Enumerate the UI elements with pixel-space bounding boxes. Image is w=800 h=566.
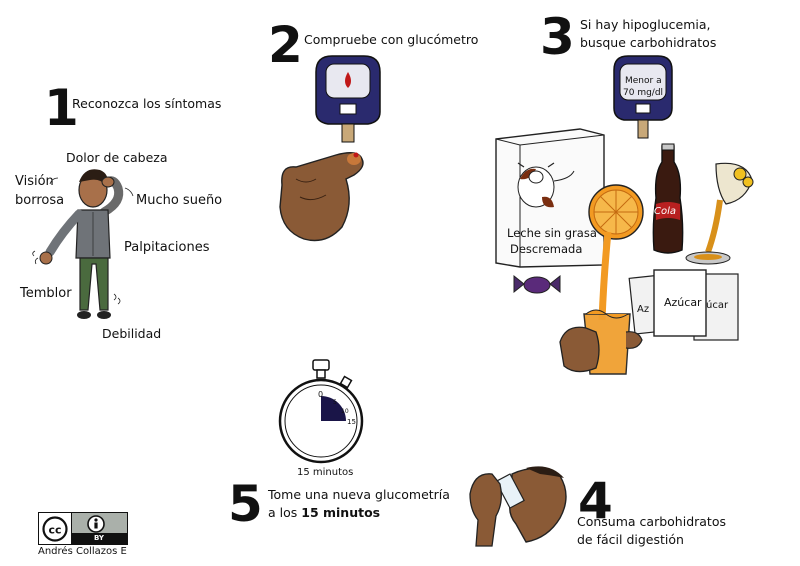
symptom-sleepy: Mucho sueño <box>136 193 223 208</box>
finger-hand-illustration <box>279 152 364 242</box>
juice-glass-hand-illustration <box>559 231 643 375</box>
symptom-vision-line1: Visión <box>15 174 54 189</box>
meter-reading-line2: 70 mg/dl <box>623 88 664 98</box>
step4-text-line2: de fácil digestión <box>577 532 684 547</box>
milk-label-line2: Descremada <box>510 242 583 256</box>
candy-icon <box>513 274 561 294</box>
sick-man-illustration <box>32 169 134 319</box>
sugar-packets-illustration <box>628 269 739 341</box>
dial-mark-10: 10 <box>341 408 349 415</box>
meter-reading-line1: Menor a <box>625 76 662 86</box>
author-credit: Andrés Collazos E <box>38 546 127 557</box>
attribution-icon <box>87 515 105 533</box>
dial-mark-5: 5 <box>333 399 337 406</box>
milk-carton-illustration <box>495 128 605 268</box>
step5-text-bold: 15 minutos <box>301 505 381 520</box>
timer-label: 15 minutos <box>297 467 354 478</box>
svg-text:cc: cc <box>48 524 61 537</box>
step5-text-line1: Tome una nueva glucometría <box>268 487 450 502</box>
glucometer-low-icon <box>613 55 673 139</box>
step1-number: 1 <box>44 79 79 137</box>
dial-mark-0: 0 <box>318 390 324 399</box>
symptom-vision-line2: borrosa <box>15 193 65 208</box>
step3-number: 3 <box>540 8 575 66</box>
orange-slice-illustration <box>588 184 644 240</box>
stopwatch-icon <box>278 359 364 464</box>
step3-text-line2: busque carbohidratos <box>580 35 717 50</box>
cc-by-label: BY <box>71 533 127 544</box>
symptom-headache: Dolor de cabeza <box>66 150 168 165</box>
symptom-tremor: Temblor <box>20 286 72 301</box>
step5-text-line2: a los 15 minutos <box>268 505 380 522</box>
cola-bottle-illustration <box>652 143 684 254</box>
symptom-weakness: Debilidad <box>102 326 162 341</box>
cola-brand-label: Cola <box>654 206 677 217</box>
step3-text-line1: Si hay hipoglucemia, <box>580 17 711 32</box>
step5-number: 5 <box>228 475 263 533</box>
step4-text-line1: Consuma carbohidratos <box>577 514 726 529</box>
sugar-packet-label-right: úcar <box>706 300 729 311</box>
symptom-palpitations: Palpitaciones <box>124 240 210 255</box>
sugar-packet-label: Azúcar <box>664 296 702 309</box>
glucometer-icon <box>315 55 381 143</box>
person-drinking-illustration <box>469 466 567 547</box>
step2-text: Compruebe con glucómetro <box>304 32 479 47</box>
sugar-packet-label-left: Az <box>637 304 650 315</box>
honey-spoon-illustration <box>685 162 754 265</box>
step5-text-prefix: a los <box>268 505 302 520</box>
milk-label-line1: Leche sin grasa <box>507 226 597 240</box>
step4-number: 4 <box>578 472 613 530</box>
step2-number: 2 <box>268 16 303 74</box>
cc-license-badge[interactable]: cc BY <box>38 512 128 545</box>
step1-text: Reconozca los síntomas <box>72 96 222 111</box>
cc-logo-icon: cc <box>42 516 68 542</box>
dial-mark-15: 15 <box>347 418 356 426</box>
